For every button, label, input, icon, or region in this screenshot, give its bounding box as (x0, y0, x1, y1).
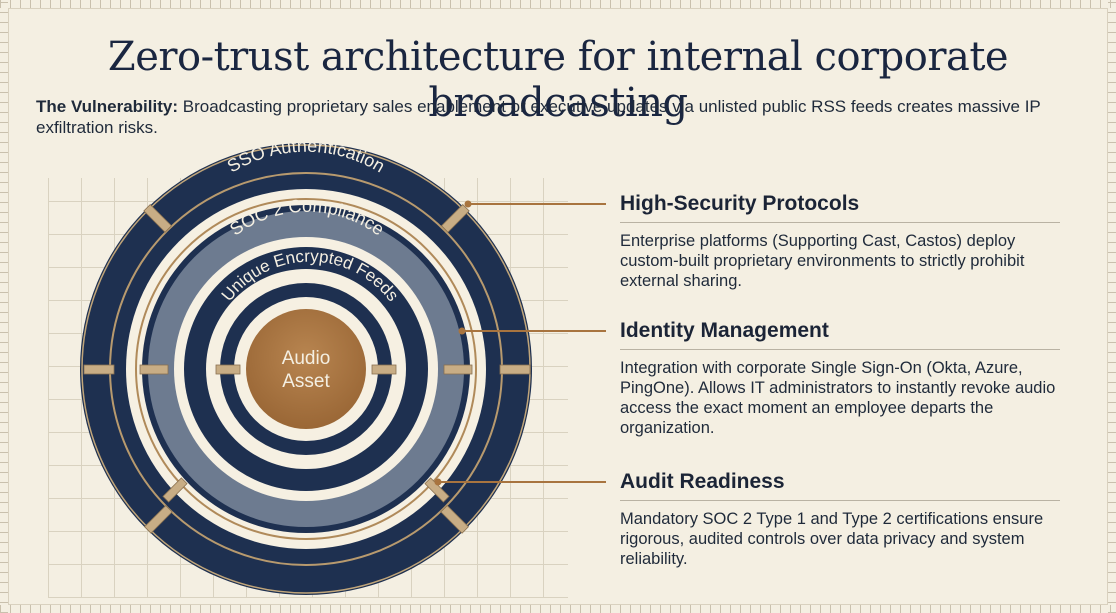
divider-nw (143, 203, 173, 233)
ring-dividers (83, 203, 531, 534)
panel-identity-text: Integration with corporate Single Sign-O… (620, 359, 1056, 437)
divider-se-inner (424, 477, 450, 503)
divider-left-inner (215, 364, 241, 375)
page-frame (8, 8, 1108, 605)
ruler-left (0, 0, 8, 613)
panel-identity-heading: Identity Management (620, 319, 1060, 350)
connector-dot-1 (464, 200, 472, 208)
core-label-line2: Asset (282, 371, 330, 392)
connectors (434, 200, 606, 486)
divider-right-outer (443, 364, 473, 375)
divider-sw-inner (162, 477, 188, 503)
divider-left-edge (83, 364, 115, 375)
panel-identity: Identity Management Integration with cor… (620, 319, 1060, 438)
connector-dot-2 (458, 327, 466, 335)
vulnerability-text: Broadcasting proprietary sales enablemen… (36, 97, 1041, 137)
connector-dot-3 (434, 478, 442, 486)
divider-right-edge (499, 364, 531, 375)
ruler-top (0, 0, 1116, 8)
ruler-right (1108, 0, 1116, 613)
page-title: Zero-trust architecture for internal cor… (107, 34, 1009, 126)
vulnerability-statement: The Vulnerability: Broadcasting propriet… (36, 96, 1086, 138)
divider-sw (143, 504, 173, 534)
ring-gap-line (135, 198, 477, 540)
divider-ne (440, 203, 470, 233)
audio-asset-core (246, 309, 366, 429)
vulnerability-label: The Vulnerability: (36, 97, 179, 116)
core-label-line1: Audio (282, 348, 331, 369)
divider-right-inner (371, 364, 397, 375)
panel-high-security-heading: High-Security Protocols (620, 192, 1060, 223)
panel-high-security: High-Security Protocols Enterprise platf… (620, 192, 1060, 291)
panel-audit-heading: Audit Readiness (620, 470, 1060, 501)
panel-high-security-text: Enterprise platforms (Supporting Cast, C… (620, 232, 1025, 290)
divider-left-outer (139, 364, 169, 375)
ruler-bottom (0, 605, 1116, 613)
divider-se (440, 504, 470, 534)
panel-audit-text: Mandatory SOC 2 Type 1 and Type 2 certif… (620, 510, 1044, 568)
panel-audit: Audit Readiness Mandatory SOC 2 Type 1 a… (620, 470, 1060, 569)
